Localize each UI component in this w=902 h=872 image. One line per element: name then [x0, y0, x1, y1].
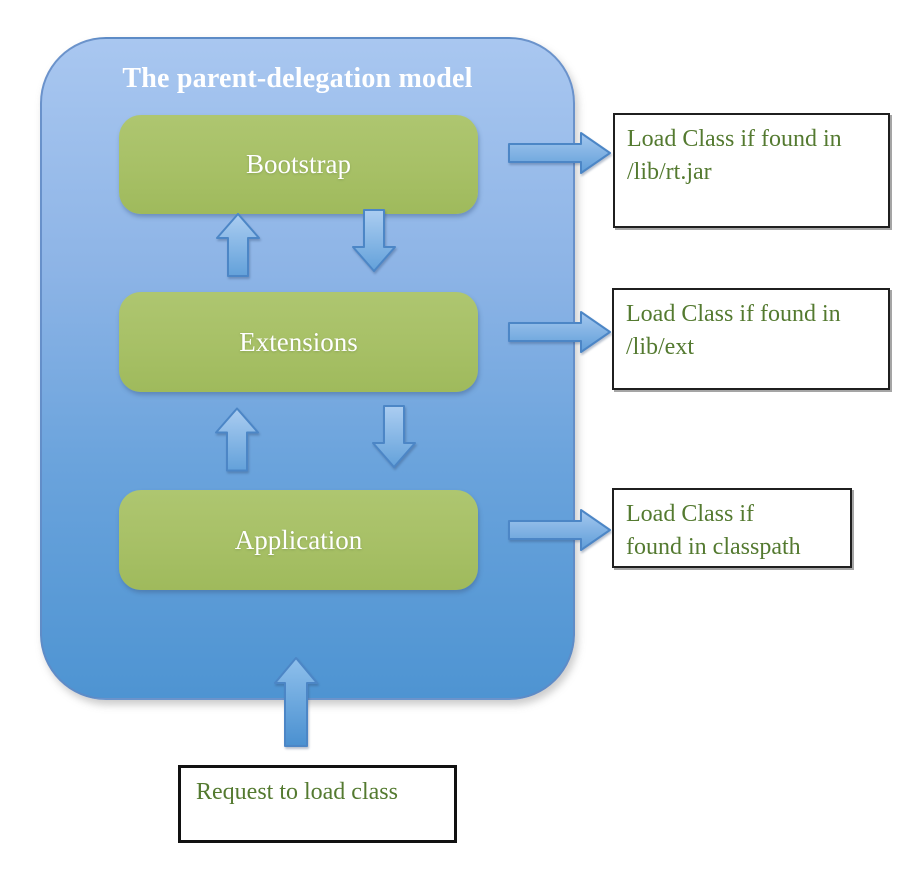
request-box: Request to load class	[178, 765, 457, 843]
diagram-title: The parent-delegation model	[122, 63, 473, 94]
layer-label-bootstrap: Bootstrap	[246, 149, 351, 179]
note-box-extensions: Load Class if found in /lib/ext	[612, 288, 890, 390]
note-line: Load Class if found in	[627, 126, 842, 152]
layer-label-extensions: Extensions	[239, 326, 358, 357]
arrow-right-icon	[508, 311, 611, 353]
arrow-up-icon	[216, 213, 260, 277]
layer-label-application: Application	[234, 524, 363, 555]
arrow-down-icon	[372, 405, 416, 468]
layer-box-bootstrap: Bootstrap	[119, 115, 478, 214]
note-line: /lib/rt.jar	[627, 159, 712, 185]
note-box-bootstrap: Load Class if found in /lib/rt.jar	[613, 113, 890, 228]
arrow-up-icon	[215, 407, 259, 472]
delegation-model-container: The parent-delegation model Bootstrap Ex…	[40, 37, 575, 700]
arrow-down-icon	[352, 209, 396, 272]
layer-box-extensions: Extensions	[119, 292, 478, 392]
note-line: Load Class if	[626, 501, 754, 527]
arrow-right-icon	[508, 509, 611, 551]
note-box-application: Load Class if found in classpath	[612, 488, 852, 568]
note-line: found in classpath	[626, 534, 801, 560]
layer-box-application: Application	[119, 490, 478, 590]
arrow-up-request-icon	[274, 657, 318, 747]
arrow-right-icon	[508, 132, 611, 174]
note-line: Load Class if found in	[626, 301, 841, 327]
request-label: Request to load class	[196, 779, 398, 805]
note-line: /lib/ext	[626, 334, 694, 360]
